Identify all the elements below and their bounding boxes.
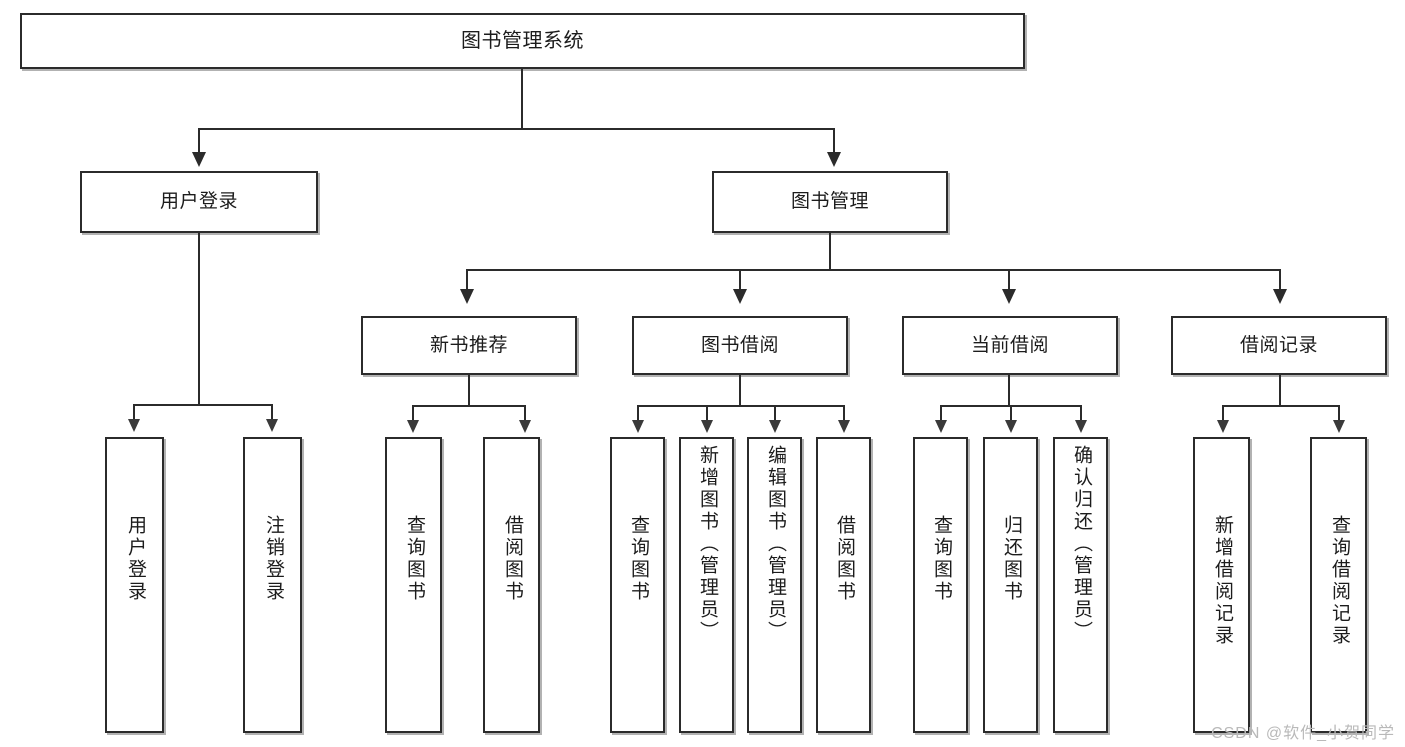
connector-root-bus xyxy=(198,128,835,130)
connector-borrow-record-b1 xyxy=(1222,405,1224,421)
connector-user-login-b2 xyxy=(271,404,273,420)
connector-user-login-bus xyxy=(133,404,271,406)
leaf-new-book-query-book[interactable]: 查询图书 xyxy=(385,437,442,733)
connector-root-to-user-login xyxy=(198,128,200,154)
connector-borrow-record-bus xyxy=(1222,405,1338,407)
node-new-book-recommend[interactable]: 新书推荐 xyxy=(361,316,577,375)
leaf-label: 注销登录 xyxy=(262,515,284,603)
connector-new-book-bus xyxy=(412,405,524,407)
leaf-user-login-logout[interactable]: 注销登录 xyxy=(243,437,302,733)
node-label: 新书推荐 xyxy=(429,334,508,356)
connector-book-borrow-b3 xyxy=(774,405,776,421)
arrow-book-borrow-b1 xyxy=(632,420,644,433)
connector-book-borrow-b4 xyxy=(843,405,845,421)
connector-borrow-record-stem xyxy=(1279,375,1281,406)
connector-root-stem xyxy=(521,69,523,129)
leaf-label: 归还图书 xyxy=(1000,515,1022,603)
arrow-book-borrow-b2 xyxy=(701,420,713,433)
arrow-root-to-user-login xyxy=(192,152,206,167)
connector-to-book-borrow xyxy=(739,269,741,290)
leaf-label: 用户登录 xyxy=(124,515,146,603)
leaf-book-borrow-add-book[interactable]: 新增图书（管理员） xyxy=(679,437,734,733)
node-label: 用户登录 xyxy=(159,191,238,213)
leaf-current-borrow-confirm-return[interactable]: 确认归还（管理员） xyxy=(1053,437,1108,733)
arrow-current-borrow-b1 xyxy=(935,420,947,433)
leaf-label: 查询图书 xyxy=(930,515,952,603)
connector-book-management-stem xyxy=(829,233,831,270)
arrow-root-to-book-management xyxy=(827,152,841,167)
connector-current-borrow-b3 xyxy=(1080,405,1082,421)
node-label: 图书借阅 xyxy=(700,334,779,356)
connector-to-new-book xyxy=(466,269,468,290)
arrow-new-book-b1 xyxy=(407,420,419,433)
arrow-borrow-record-b2 xyxy=(1333,420,1345,433)
connector-book-borrow-b2 xyxy=(706,405,708,421)
arrow-to-new-book xyxy=(460,289,474,304)
arrow-borrow-record-b1 xyxy=(1217,420,1229,433)
node-root-book-management-system[interactable]: 图书管理系统 xyxy=(20,13,1025,69)
node-label: 图书管理 xyxy=(790,191,869,213)
node-label: 当前借阅 xyxy=(970,334,1049,356)
connector-book-borrow-stem xyxy=(739,375,741,406)
connector-to-current-borrow xyxy=(1008,269,1010,290)
connector-to-borrow-record xyxy=(1279,269,1281,290)
arrow-new-book-b2 xyxy=(519,420,531,433)
node-label: 借阅记录 xyxy=(1239,334,1318,356)
leaf-label: 编辑图书（管理员） xyxy=(764,445,786,643)
connector-new-book-b1 xyxy=(412,405,414,421)
arrow-to-borrow-record xyxy=(1273,289,1287,304)
arrow-to-book-borrow xyxy=(733,289,747,304)
connector-current-borrow-b2 xyxy=(1010,405,1012,421)
connector-book-borrow-bus xyxy=(637,405,843,407)
leaf-borrow-record-add[interactable]: 新增借阅记录 xyxy=(1193,437,1250,733)
leaf-current-borrow-query-book[interactable]: 查询图书 xyxy=(913,437,968,733)
connector-book-borrow-b1 xyxy=(637,405,639,421)
arrow-book-borrow-b4 xyxy=(838,420,850,433)
connector-root-to-book-management xyxy=(833,128,835,154)
leaf-label: 查询图书 xyxy=(403,515,425,603)
leaf-label: 借阅图书 xyxy=(501,515,523,603)
arrow-book-borrow-b3 xyxy=(769,420,781,433)
leaf-label: 确认归还（管理员） xyxy=(1070,445,1092,643)
arrow-user-login-b2 xyxy=(266,419,278,432)
connector-new-book-b2 xyxy=(524,405,526,421)
leaf-current-borrow-return-book[interactable]: 归还图书 xyxy=(983,437,1038,733)
node-borrow-record[interactable]: 借阅记录 xyxy=(1171,316,1387,375)
node-book-management[interactable]: 图书管理 xyxy=(712,171,948,233)
leaf-label: 借阅图书 xyxy=(833,515,855,603)
connector-borrow-record-b2 xyxy=(1338,405,1340,421)
leaf-label: 查询借阅记录 xyxy=(1328,515,1350,647)
node-current-borrow[interactable]: 当前借阅 xyxy=(902,316,1118,375)
leaf-book-borrow-edit-book[interactable]: 编辑图书（管理员） xyxy=(747,437,802,733)
connector-user-login-b1 xyxy=(133,404,135,420)
arrow-user-login-b1 xyxy=(128,419,140,432)
node-book-borrow[interactable]: 图书借阅 xyxy=(632,316,848,375)
leaf-book-borrow-query-book[interactable]: 查询图书 xyxy=(610,437,665,733)
leaf-user-login-login[interactable]: 用户登录 xyxy=(105,437,164,733)
connector-user-login-stem xyxy=(198,233,200,405)
node-user-login[interactable]: 用户登录 xyxy=(80,171,318,233)
node-label: 图书管理系统 xyxy=(461,29,584,52)
arrow-to-current-borrow xyxy=(1002,289,1016,304)
connector-new-book-stem xyxy=(468,375,470,406)
leaf-book-borrow-borrow-book[interactable]: 借阅图书 xyxy=(816,437,871,733)
connector-current-borrow-b1 xyxy=(940,405,942,421)
arrow-current-borrow-b2 xyxy=(1005,420,1017,433)
leaf-label: 新增借阅记录 xyxy=(1211,515,1233,647)
arrow-current-borrow-b3 xyxy=(1075,420,1087,433)
leaf-label: 新增图书（管理员） xyxy=(696,445,718,643)
leaf-label: 查询图书 xyxy=(627,515,649,603)
connector-current-borrow-stem xyxy=(1008,375,1010,406)
connector-level3-bus xyxy=(466,269,1280,271)
leaf-borrow-record-query[interactable]: 查询借阅记录 xyxy=(1310,437,1367,733)
leaf-new-book-borrow-book[interactable]: 借阅图书 xyxy=(483,437,540,733)
